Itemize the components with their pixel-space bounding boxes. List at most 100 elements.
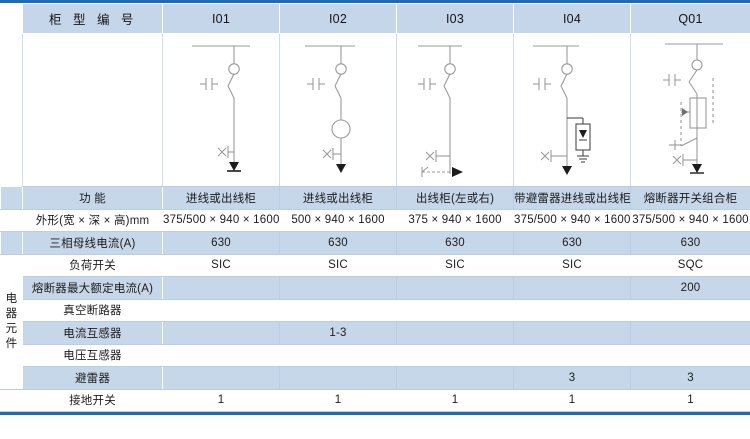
earthing-switch [307, 78, 325, 90]
table-row: 电 器 元 件 负荷开关 SIC SIC SIC SIC SQC [0, 253, 750, 390]
header-col-i01: I01 [162, 3, 280, 34]
axis-spacer [0, 388, 23, 412]
outgoing-arrow [421, 166, 463, 177]
fuse-striker [680, 108, 690, 116]
schematic-I01-svg [192, 45, 250, 172]
earthing-switch [418, 78, 436, 90]
cell-dimensions-i04: 375/500 × 940 × 1600 [513, 208, 631, 232]
cell-dimensions-i02: 500 × 940 × 1600 [279, 208, 397, 232]
cell-load-switch-i01: SIC [162, 253, 280, 277]
cell-function-i02: 进线或出线柜 [279, 186, 397, 210]
schematic-row [0, 33, 750, 187]
load-switch-contact [561, 63, 573, 75]
row-label-dimensions: 外形(宽 × 深 × 高)mm [22, 208, 163, 232]
header-col-q01: Q01 [630, 3, 750, 34]
row-label-function: 功 能 [22, 186, 163, 210]
group-label-char-2: 元 [5, 322, 18, 335]
tripping-linkage [679, 78, 714, 146]
table-header-row: 柜 型 编 号 I01 I02 I03 I04 Q01 [0, 3, 750, 34]
earthing-switch-lower [668, 137, 697, 150]
group-label-char-3: 件 [5, 337, 18, 350]
cell-function-i01: 进线或出线柜 [162, 186, 280, 210]
cell-function-i04: 带避雷器进线或出线柜 [513, 186, 631, 210]
cable-arrow [562, 166, 572, 175]
switch-blade [334, 73, 342, 87]
table-row: 电压互感器 [1, 343, 750, 367]
cell-function-i03: 出线柜(左或右) [396, 186, 514, 210]
cell-voltage-transformer-i02 [279, 343, 397, 367]
row-label-load-switch: 负荷开关 [22, 253, 163, 277]
table-row: 熔断器最大额定电流(A) 200 [1, 276, 750, 300]
cell-voltage-transformer-i04 [513, 343, 631, 367]
cell-voltage-transformer-q01 [630, 343, 750, 367]
cell-busbar-current-i02: 630 [279, 231, 397, 255]
header-col-i03: I03 [396, 3, 514, 34]
header-row-label: 柜 型 编 号 [22, 3, 163, 34]
cell-voltage-transformer-i01 [162, 343, 280, 367]
cell-earthing-switch-q01: 1 [630, 388, 750, 412]
table-row: 真空断路器 [1, 298, 750, 322]
schematic-I04 [514, 34, 630, 186]
fuse [688, 97, 707, 129]
cell-busbar-current-i01: 630 [162, 231, 280, 255]
switch-blade [688, 69, 697, 83]
cell-surge-arrester-i03 [396, 366, 514, 390]
schematic-I02-svg [305, 45, 355, 173]
row-label-busbar-current: 三相母线电流(A) [22, 231, 163, 255]
group-axis-spacer [0, 3, 23, 34]
surge-arrester [567, 117, 591, 163]
cell-current-transformer-i04 [513, 321, 631, 345]
axis-spacer [0, 186, 23, 210]
cabinet-spec-table: 柜 型 编 号 I01 I02 I03 I04 Q01 [0, 3, 750, 412]
cable-termination [672, 154, 697, 166]
row-label-vacuum-breaker: 真空断路器 [22, 298, 163, 322]
cable-arrow [229, 162, 239, 171]
diagram-axis-spacer [0, 33, 23, 187]
load-switch-contact [690, 59, 703, 71]
cell-load-switch-i02: SIC [279, 253, 397, 277]
cell-surge-arrester-i02 [279, 366, 397, 390]
cell-earthing-switch-i04: 1 [513, 388, 631, 412]
schematic-I04-svg [533, 45, 591, 175]
schematic-cell-i01 [162, 33, 280, 187]
cable-termination [217, 146, 234, 158]
earthing-switch [200, 78, 218, 90]
cell-current-transformer-i01 [162, 321, 280, 345]
cell-earthing-switch-i03: 1 [396, 388, 514, 412]
bottom-rule [0, 412, 750, 415]
axis-spacer [0, 231, 23, 255]
cell-surge-arrester-i04: 3 [513, 366, 631, 390]
cell-fuse-max-current-q01: 200 [630, 276, 750, 300]
cell-current-transformer-q01 [630, 321, 750, 345]
row-label-voltage-transformer: 电压互感器 [22, 343, 163, 367]
cell-surge-arrester-q01: 3 [630, 366, 750, 390]
diagram-label-spacer [22, 33, 163, 187]
cell-dimensions-i01: 375/500 × 940 × 1600 [162, 208, 280, 232]
cable-termination [540, 150, 567, 162]
cell-vacuum-breaker-i03 [396, 298, 514, 322]
schematic-Q01-svg [662, 43, 723, 174]
group-label-electrical-components: 电 器 元 件 [0, 253, 23, 390]
cell-fuse-max-current-i04 [513, 276, 631, 300]
row-label-earthing-switch: 接地开关 [22, 388, 163, 412]
switch-blade [227, 73, 235, 87]
cell-busbar-current-q01: 630 [630, 231, 750, 255]
table-row: 避雷器 3 3 [1, 366, 750, 390]
cell-current-transformer-i02: 1-3 [279, 321, 397, 345]
schematic-cell-i03 [396, 33, 514, 187]
cell-current-transformer-i03 [396, 321, 514, 345]
row-label-current-transformer: 电流互感器 [22, 321, 163, 345]
header-col-i04: I04 [513, 3, 631, 34]
schematic-I03 [397, 34, 513, 186]
table-row: 电流互感器 1-3 [1, 321, 750, 345]
header-col-i02: I02 [279, 3, 397, 34]
cell-load-switch-i04: SIC [513, 253, 631, 277]
schematic-I01 [163, 34, 279, 186]
schematic-Q01 [631, 34, 750, 186]
schematic-I02 [280, 34, 396, 186]
cell-vacuum-breaker-q01 [630, 298, 750, 322]
cell-vacuum-breaker-i04 [513, 298, 631, 322]
switch-blade [560, 73, 568, 87]
group-label-char-0: 电 [5, 292, 18, 305]
